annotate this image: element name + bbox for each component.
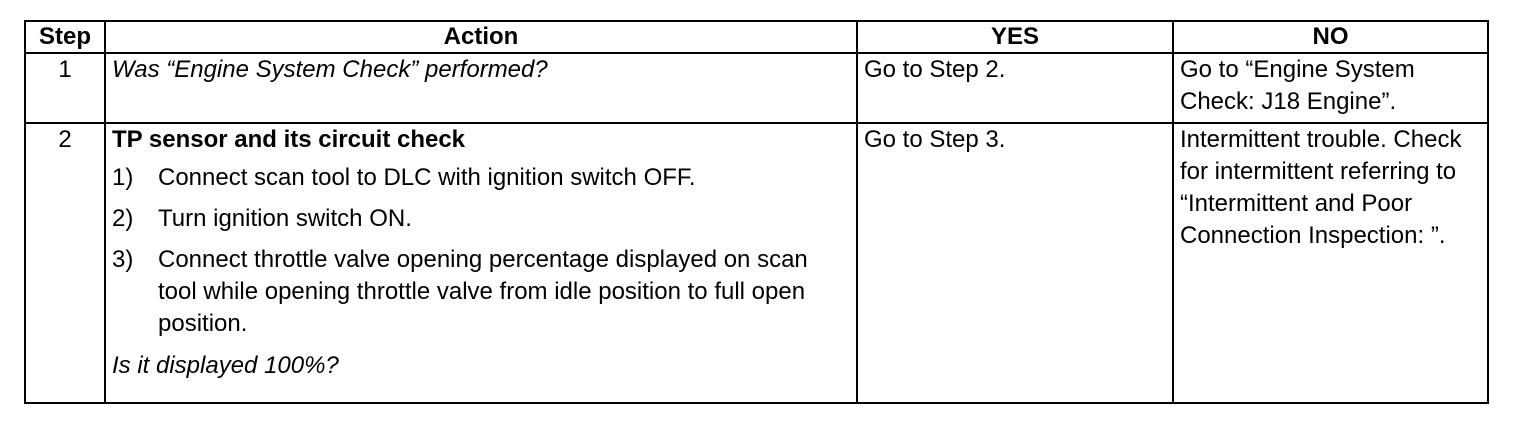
list-item: 1) Connect scan tool to DLC with ignitio… — [112, 162, 850, 194]
yes-cell: Go to Step 3. — [856, 122, 1174, 404]
list-item-text: Connect throttle valve opening percentag… — [158, 246, 808, 337]
action-cell: Was “Engine System Check” performed? — [104, 52, 858, 124]
list-item: 3) Connect throttle valve opening percen… — [112, 244, 850, 340]
header-row: Step Action YES NO — [24, 20, 1489, 54]
table-row: 1 Was “Engine System Check” performed? G… — [24, 52, 1489, 124]
header-yes: YES — [856, 20, 1174, 54]
list-item: 2) Turn ignition switch ON. — [112, 203, 850, 235]
header-step: Step — [24, 20, 106, 54]
list-item-number: 2) — [112, 205, 134, 232]
header-action: Action — [104, 20, 858, 54]
no-cell: Intermittent trouble. Check for intermit… — [1172, 122, 1489, 404]
header-no: NO — [1172, 20, 1489, 54]
list-item-text: Turn ignition switch ON. — [158, 205, 412, 232]
action-question: Was “Engine System Check” performed? — [112, 56, 548, 83]
step-number: 1 — [24, 52, 106, 124]
action-steps-list: 1) Connect scan tool to DLC with ignitio… — [112, 162, 850, 340]
list-item-number: 3) — [112, 246, 134, 273]
diagnostic-table: Step Action YES NO 1 Was “Engine System … — [24, 20, 1489, 404]
list-item-text: Connect scan tool to DLC with ignition s… — [158, 164, 696, 191]
yes-cell: Go to Step 2. — [856, 52, 1174, 124]
action-question: Is it displayed 100%? — [112, 352, 339, 379]
action-title: TP sensor and its circuit check — [112, 126, 466, 153]
no-cell: Go to “Engine System Check: J18 Engine”. — [1172, 52, 1489, 124]
step-number: 2 — [24, 122, 106, 404]
list-item-number: 1) — [112, 164, 134, 191]
table-row: 2 TP sensor and its circuit check 1) Con… — [24, 122, 1489, 404]
action-cell: TP sensor and its circuit check 1) Conne… — [104, 122, 858, 404]
